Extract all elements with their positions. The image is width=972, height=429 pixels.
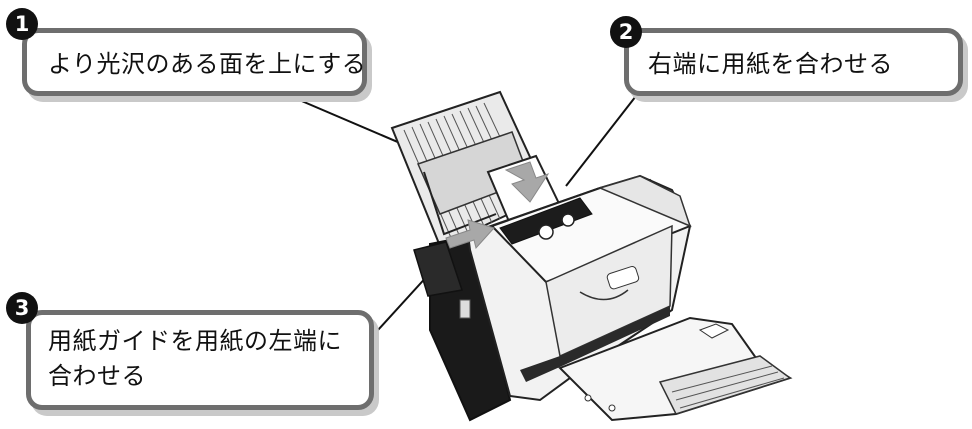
callout-1 bbox=[22, 28, 367, 96]
right-arrow bbox=[445, 219, 495, 250]
callout-3 bbox=[26, 310, 374, 410]
callout-3-text-line-1: 用紙ガイドを用紙の左端に bbox=[48, 327, 342, 355]
callout-3-text-line-2: 合わせる bbox=[48, 362, 146, 390]
callout-2 bbox=[624, 28, 963, 96]
output-tray bbox=[558, 316, 793, 422]
step-2-badge: 2 bbox=[610, 16, 642, 48]
callout-1-text: より光沢のある面を上にする bbox=[48, 50, 367, 78]
down-arrow bbox=[504, 161, 550, 203]
step-3-badge: 3 bbox=[6, 292, 38, 324]
callout-2-text: 右端に用紙を合わせる bbox=[648, 50, 893, 78]
leader-line-2 bbox=[565, 95, 637, 187]
printer-body bbox=[413, 174, 692, 422]
step-1-badge: 1 bbox=[6, 8, 38, 40]
